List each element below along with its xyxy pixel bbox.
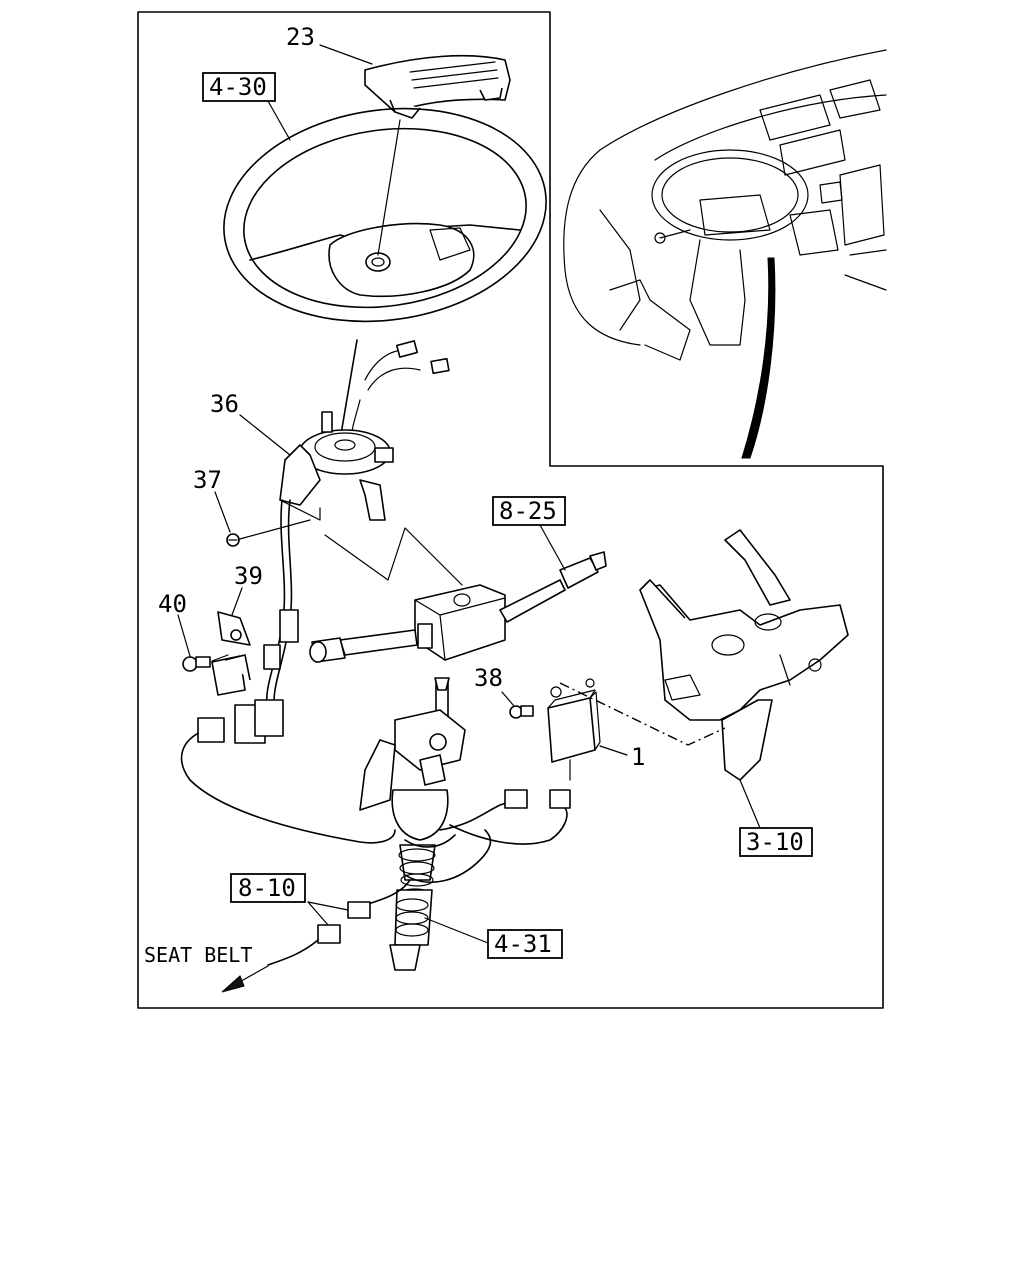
callout-36: 36 (210, 390, 239, 418)
callout-38: 38 (474, 664, 503, 692)
leader-37 (214, 491, 231, 533)
combination-switch-part (309, 551, 607, 663)
control-unit-part (547, 678, 601, 809)
bracket-39-part (211, 611, 251, 696)
dashboard-inset-view (563, 49, 887, 459)
callout-40: 40 (158, 590, 187, 618)
leader-3-10-dashdot (559, 682, 726, 746)
seat-belt-label: SEAT BELT (144, 943, 252, 967)
screw-37-part (226, 519, 311, 547)
callout-4-31: 4-31 (494, 930, 552, 958)
mounting-bracket-part (639, 529, 849, 781)
bolt-38-part (509, 705, 534, 719)
callout-4-30: 4-30 (209, 73, 267, 101)
horn-pad-part (364, 54, 511, 119)
leader-3-10 (739, 779, 761, 829)
callout-8-25: 8-25 (499, 497, 557, 525)
leader-4-30 (267, 100, 291, 141)
leader-39 (231, 587, 243, 616)
callout-39: 39 (234, 562, 263, 590)
wiring-harness-left (234, 499, 299, 744)
break-line (324, 527, 463, 586)
wiring-harness-lower (180, 717, 568, 966)
leader-23 (319, 44, 373, 65)
leader-4-31 (424, 917, 489, 944)
leader-8-10-b (307, 901, 329, 926)
leader-8-25 (539, 524, 566, 571)
bolt-40-part (182, 654, 229, 672)
callout-3-10: 3-10 (746, 828, 804, 856)
leader-8-10-a (307, 901, 349, 911)
callout-box-8-25 (492, 496, 566, 526)
callout-box-8-10 (230, 873, 306, 903)
leader-38 (501, 691, 515, 707)
column-bracket-part (359, 677, 466, 811)
steering-column-shaft-part (389, 789, 449, 971)
leader-36 (239, 414, 291, 456)
callout-23: 23 (286, 23, 315, 51)
callout-box-4-30 (202, 72, 276, 102)
callout-box-4-31 (487, 929, 563, 959)
seat-belt-arrow (221, 965, 269, 993)
callout-box-3-10 (739, 827, 813, 857)
clock-spring-part (279, 411, 394, 521)
callout-37: 37 (193, 466, 222, 494)
leader-1 (599, 745, 628, 756)
shaft-and-wiring (339, 339, 450, 446)
callout-1: 1 (631, 743, 645, 771)
steering-wheel-part (223, 107, 547, 323)
callout-8-10: 8-10 (238, 874, 296, 902)
diagram-frame (137, 11, 884, 1009)
leader-40 (177, 614, 191, 657)
